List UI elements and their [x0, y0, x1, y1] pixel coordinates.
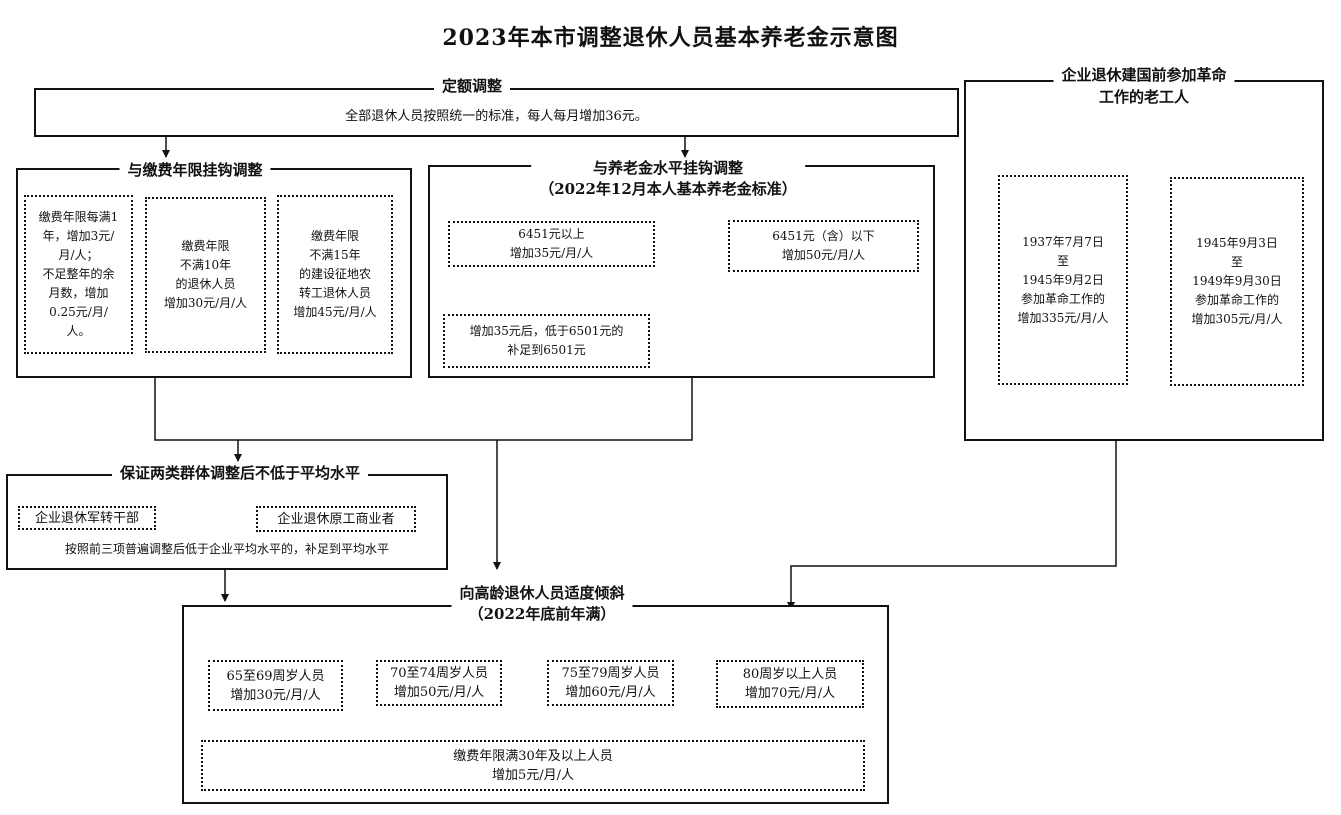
fixed-adjustment-label: 定额调整 — [433, 76, 511, 97]
age-item-70-74: 70至74周岁人员 增加50元/月/人 — [376, 660, 502, 706]
years-item-under-10: 缴费年限 不满10年 的退休人员 增加30元/月/人 — [145, 197, 266, 353]
guarantee-group-military: 企业退休军转干部 — [18, 506, 156, 530]
level-below-box: 6451元（含）以下 增加50元/月/人 — [728, 220, 919, 272]
veteran-label: 企业退休建国前参加革命 工作的老工人 — [1053, 64, 1235, 108]
age-item-80-plus: 80周岁以上人员 增加70元/月/人 — [716, 660, 864, 708]
level-adjustment-label: 与养老金水平挂钩调整 （2022年12月本人基本养老金标准） — [531, 158, 805, 200]
level-above-box: 6451元以上 增加35元/月/人 — [448, 221, 655, 267]
page-title: 2023年本市调整退休人员基本养老金示意图 — [442, 25, 899, 51]
years-adjustment-label: 与缴费年限挂钩调整 — [119, 160, 271, 181]
level-topup-box: 增加35元后，低于6501元的 补足到6501元 — [443, 314, 650, 368]
age-label: 向高龄退休人员适度倾斜 （2022年底前年满） — [451, 583, 633, 625]
age-item-65-69: 65至69周岁人员 增加30元/月/人 — [208, 660, 343, 711]
guarantee-group-business: 企业退休原工商业者 — [256, 506, 416, 532]
guarantee-note: 按照前三项普遍调整后低于企业平均水平的，补足到平均水平 — [64, 542, 389, 556]
arrow-veteran-to-age — [787, 441, 1117, 610]
merge-line — [154, 377, 693, 441]
age-item-75-79: 75至79周岁人员 增加60元/月/人 — [547, 660, 674, 706]
veteran-item-1937: 1937年7月7日 至 1945年9月2日 参加革命工作的 增加335元/月/人 — [998, 175, 1128, 385]
years-item-under-15: 缴费年限 不满15年 的建设征地农 转工退休人员 增加45元/月/人 — [277, 195, 393, 354]
years-item-full-year: 缴费年限每满1 年，增加3元/ 月/人； 不足整年的余 月数，增加 0.25元/… — [24, 195, 133, 354]
fixed-adjustment-text: 全部退休人员按照统一的标准，每人每月增加36元。 — [345, 109, 648, 124]
veteran-item-1945: 1945年9月3日 至 1949年9月30日 参加革命工作的 增加305元/月/… — [1170, 177, 1304, 386]
guarantee-label: 保证两类群体调整后不低于平均水平 — [111, 463, 369, 484]
age-extra-30-years: 缴费年限满30年及以上人员 增加5元/月/人 — [201, 740, 865, 791]
